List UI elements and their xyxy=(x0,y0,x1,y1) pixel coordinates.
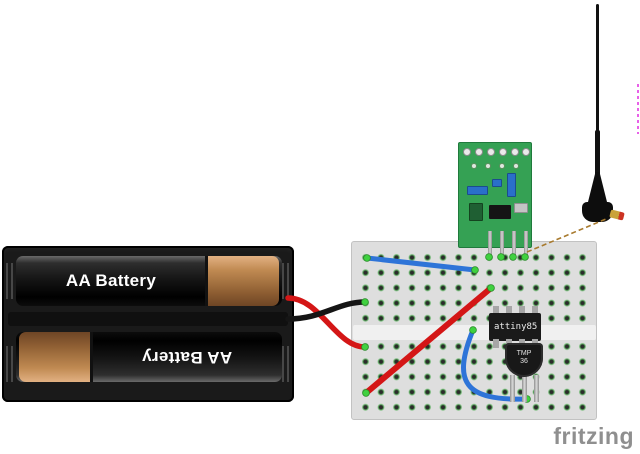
breadboard-holes-bottom xyxy=(358,339,591,415)
aa-battery-top[interactable]: AA Battery xyxy=(16,256,282,306)
aa-battery-bottom[interactable]: AA Battery xyxy=(16,332,282,382)
module-pad xyxy=(499,148,507,156)
module-pad xyxy=(463,148,471,156)
chip-leg xyxy=(519,306,525,315)
module-pad xyxy=(511,148,519,156)
chip-body: attiny85 xyxy=(489,313,541,341)
antenna-whip-lower xyxy=(595,130,600,178)
sensor-leg xyxy=(510,375,515,402)
smd-capacitor xyxy=(507,173,516,197)
tmp36-sensor[interactable]: TMP 36 xyxy=(505,343,545,403)
whip-antenna[interactable] xyxy=(575,4,635,226)
chip-leg xyxy=(532,306,538,315)
battery-copper-band xyxy=(19,332,93,382)
breadboard-center-channel xyxy=(353,325,596,340)
module-pad xyxy=(522,148,530,156)
antenna-base xyxy=(582,202,613,222)
attiny85-chip[interactable]: attiny85 xyxy=(489,306,541,348)
rf-transmitter-module[interactable] xyxy=(458,142,532,259)
chip-leg xyxy=(493,339,499,348)
module-pad xyxy=(485,163,491,169)
battery-label: AA Battery xyxy=(141,348,233,367)
crystal-oscillator xyxy=(514,203,528,213)
battery-contact-clip xyxy=(6,263,14,299)
antenna-cone xyxy=(587,172,608,206)
fritzing-watermark: fritzing xyxy=(553,423,634,449)
battery-holder[interactable]: AA Battery AA Battery xyxy=(2,246,294,402)
module-pin xyxy=(488,231,492,259)
battery-contact-clip xyxy=(282,263,290,299)
module-pin xyxy=(500,231,504,259)
smd-ic xyxy=(489,205,511,219)
battery-contact-clip xyxy=(6,346,14,382)
sensor-body: TMP 36 xyxy=(505,343,543,377)
module-pad xyxy=(471,163,477,169)
module-pad xyxy=(513,163,519,169)
sensor-label-line1: TMP xyxy=(516,350,532,357)
module-pad xyxy=(499,163,505,169)
breadboard-holes-top xyxy=(358,250,591,326)
chip-leg xyxy=(493,306,499,315)
sensor-leg xyxy=(534,375,539,402)
module-pin xyxy=(524,231,528,259)
chip-leg xyxy=(506,306,512,315)
battery-copper-band xyxy=(205,256,279,306)
antenna-whip xyxy=(596,4,599,136)
battery-label: AA Battery xyxy=(65,271,157,290)
breadboard[interactable] xyxy=(351,241,597,420)
antenna-connector xyxy=(609,209,625,221)
smd-capacitor xyxy=(467,186,488,195)
sensor-leg xyxy=(522,375,527,402)
smd-capacitor xyxy=(492,179,502,187)
battery-contact-clip xyxy=(282,346,290,382)
holder-divider xyxy=(8,312,288,326)
smd-inductor xyxy=(469,203,483,221)
module-pad xyxy=(487,148,495,156)
module-pin xyxy=(512,231,516,259)
module-pad xyxy=(475,148,483,156)
sensor-label-line2: 36 xyxy=(520,358,528,365)
